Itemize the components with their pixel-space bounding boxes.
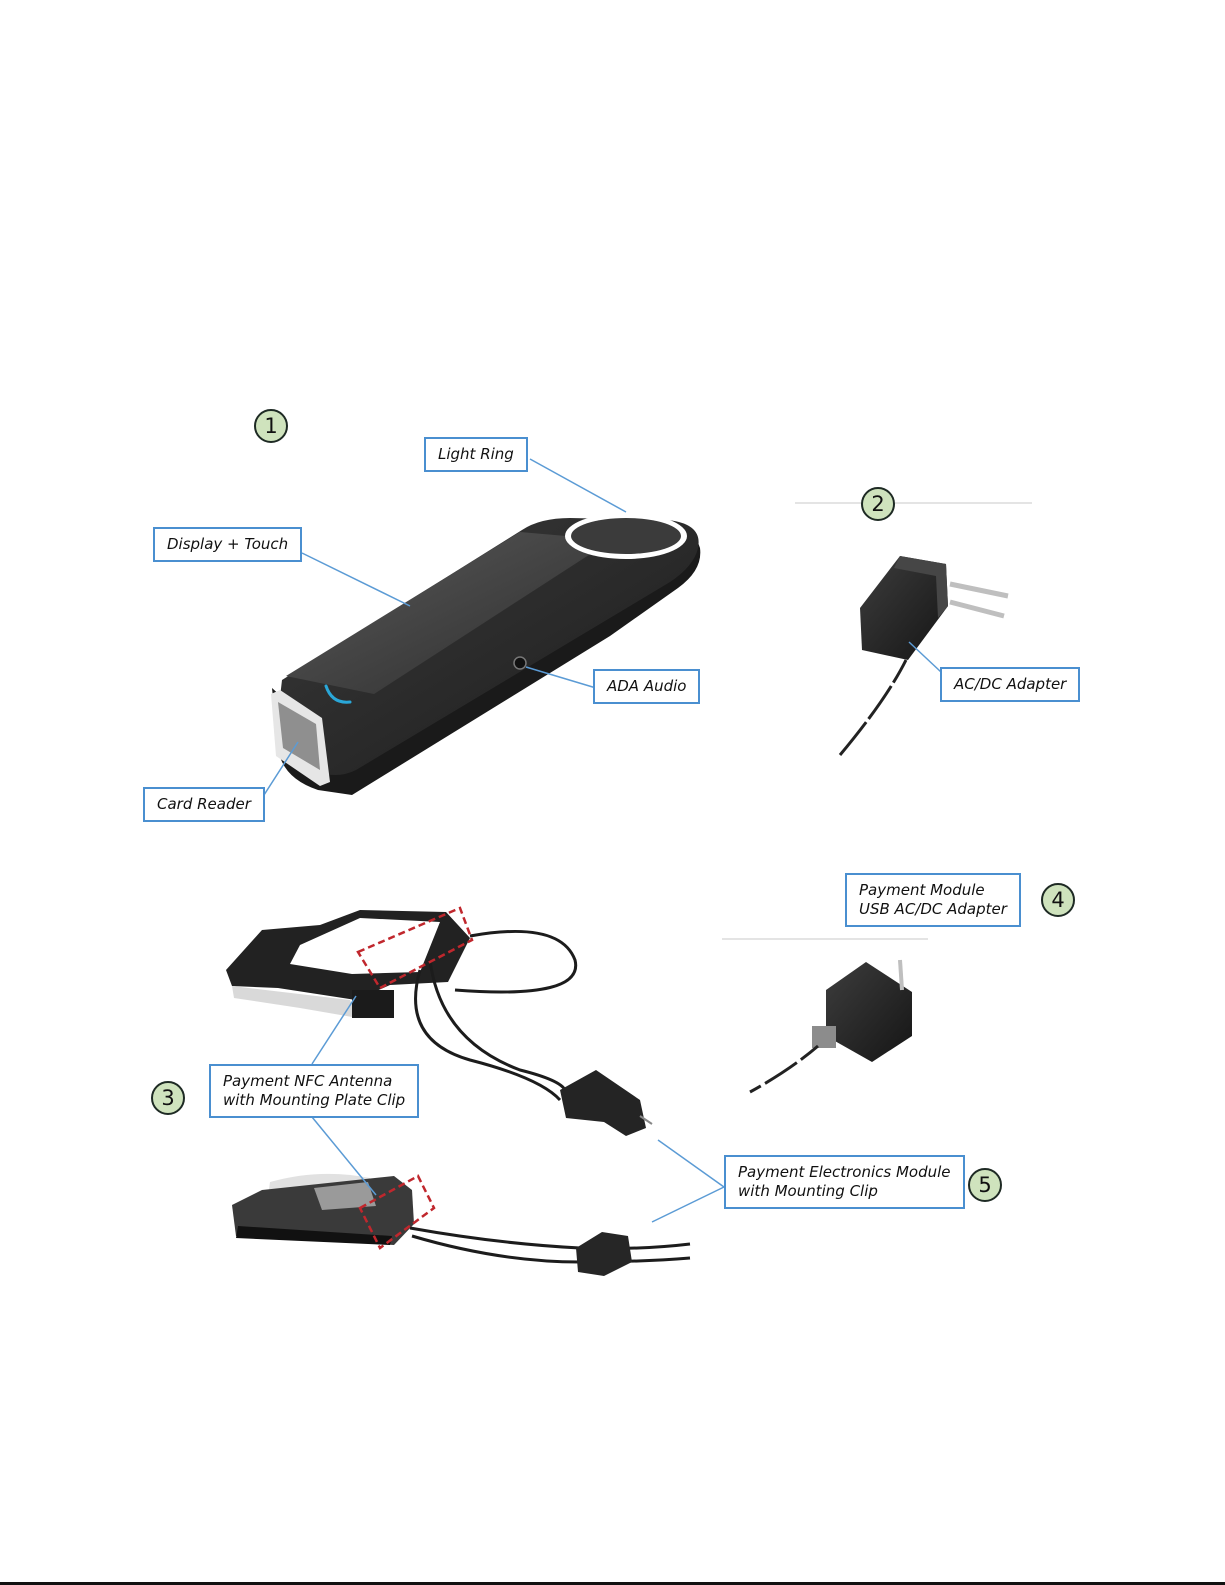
callout-ada-audio-text: ADA Audio [607,677,686,695]
leader-ac-dc-adapter [909,642,941,672]
callout-ac-dc-adapter: AC/DC Adapter [940,667,1080,702]
payment-terminal-assembly [232,1174,690,1276]
electronics-module-upper [560,1070,646,1136]
badge-2: 2 [861,487,895,521]
callout-nfc-antenna-line1: Payment NFC Antenna [223,1072,405,1091]
terminal-device [271,513,700,795]
callout-display-touch: Display + Touch [153,527,302,562]
callout-electronics-module-line2: with Mounting Clip [738,1182,951,1201]
leader-light-ring [530,459,626,512]
callout-payment-module-adapter: Payment Module USB AC/DC Adapter [845,873,1021,927]
callout-card-reader-text: Card Reader [157,795,251,813]
callout-nfc-antenna-line2: with Mounting Plate Clip [223,1091,405,1110]
badge-3: 3 [151,1081,185,1115]
callout-payment-module-adapter-line1: Payment Module [859,881,1007,900]
callout-electronics-module: Payment Electronics Module with Mounting… [724,1155,965,1209]
callout-payment-module-adapter-line2: USB AC/DC Adapter [859,900,1007,919]
callout-ac-dc-adapter-text: AC/DC Adapter [954,675,1066,693]
badge-5: 5 [968,1168,1002,1202]
leader-electronics-upper [658,1140,724,1187]
leader-electronics-lower [652,1187,724,1222]
electronics-module-lower [576,1232,632,1276]
callout-light-ring-text: Light Ring [438,445,514,463]
callout-ada-audio: ADA Audio [593,669,700,704]
callout-nfc-antenna: Payment NFC Antenna with Mounting Plate … [209,1064,419,1118]
light-ring-inner [571,518,681,554]
callout-electronics-module-line1: Payment Electronics Module [738,1163,951,1182]
badge-4: 4 [1041,883,1075,917]
ada-audio-jack [514,657,526,669]
callout-display-touch-text: Display + Touch [167,535,288,553]
callout-light-ring: Light Ring [424,437,528,472]
leader-display-touch [302,553,410,606]
callout-card-reader: Card Reader [143,787,265,822]
badge-1: 1 [254,409,288,443]
usb-adapter-illustration [750,960,912,1092]
